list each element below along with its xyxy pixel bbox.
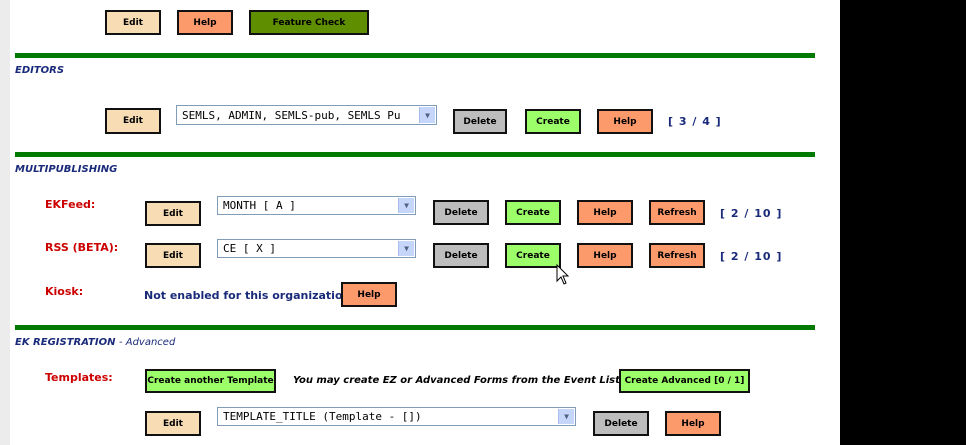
- rss-refresh-button[interactable]: Refresh: [649, 243, 705, 268]
- rss-delete-button[interactable]: Delete: [433, 243, 489, 268]
- left-frame-edge: [0, 0, 10, 445]
- template-delete-button[interactable]: Delete: [593, 411, 649, 436]
- editors-select[interactable]: SEMLS, ADMIN, SEMLS-pub, SEMLS Pu ▼: [176, 105, 437, 125]
- editors-select-value: SEMLS, ADMIN, SEMLS-pub, SEMLS Pu: [182, 108, 401, 122]
- editors-delete-button[interactable]: Delete: [453, 109, 507, 134]
- templates-label: Templates:: [45, 371, 113, 384]
- registration-title-suffix: - Advanced: [118, 337, 176, 348]
- registration-divider: [15, 325, 815, 330]
- create-another-template-button[interactable]: Create another Template: [145, 369, 276, 393]
- create-advanced-button[interactable]: Create Advanced [0 / 1]: [619, 369, 750, 393]
- ekfeed-select-value: MONTH [ A ]: [223, 199, 296, 212]
- chevron-down-icon[interactable]: ▼: [419, 107, 435, 123]
- rss-count: [ 2 / 10 ]: [720, 250, 783, 263]
- top-edit-button[interactable]: Edit: [105, 10, 161, 35]
- ekfeed-count: [ 2 / 10 ]: [720, 207, 783, 220]
- ekfeed-select[interactable]: MONTH [ A ] ▼: [217, 196, 416, 215]
- ekfeed-delete-button[interactable]: Delete: [433, 200, 489, 225]
- registration-section-title: EK REGISTRATION - Advanced: [15, 337, 175, 348]
- ekfeed-refresh-button[interactable]: Refresh: [649, 200, 705, 225]
- ekfeed-label: EKFeed:: [45, 198, 96, 211]
- top-help-button[interactable]: Help: [177, 10, 233, 35]
- editors-edit-button[interactable]: Edit: [105, 108, 161, 134]
- ekfeed-create-button[interactable]: Create: [505, 200, 561, 225]
- mouse-pointer-icon: [556, 264, 570, 285]
- multipublishing-divider: [15, 152, 815, 157]
- kiosk-label: Kiosk:: [45, 285, 84, 298]
- editors-divider: [15, 53, 815, 58]
- chevron-down-icon[interactable]: ▼: [398, 241, 414, 256]
- editors-help-button[interactable]: Help: [597, 109, 653, 134]
- template-select-value: TEMPLATE_TITLE (Template - []): [223, 410, 422, 423]
- rss-help-button[interactable]: Help: [577, 243, 633, 268]
- rss-create-button[interactable]: Create: [505, 243, 561, 268]
- rss-select[interactable]: CE [ X ] ▼: [217, 239, 416, 258]
- rss-select-value: CE [ X ]: [223, 242, 276, 255]
- editors-section-title: EDITORS: [15, 65, 65, 76]
- feature-check-button[interactable]: Feature Check: [249, 10, 369, 35]
- rss-edit-button[interactable]: Edit: [145, 243, 201, 268]
- template-edit-button[interactable]: Edit: [145, 411, 201, 436]
- templates-info-note: You may create EZ or Advanced Forms from…: [293, 375, 620, 386]
- rss-label: RSS (BETA):: [45, 241, 119, 254]
- ekfeed-edit-button[interactable]: Edit: [145, 201, 201, 226]
- kiosk-status-note: Not enabled for this organization.: [144, 289, 355, 302]
- kiosk-help-button[interactable]: Help: [341, 282, 397, 307]
- chevron-down-icon[interactable]: ▼: [398, 198, 414, 213]
- registration-title-text: EK REGISTRATION: [15, 337, 116, 348]
- chevron-down-icon[interactable]: ▼: [558, 409, 574, 424]
- multipublishing-section-title: MULTIPUBLISHING: [15, 164, 118, 175]
- editors-count: [ 3 / 4 ]: [668, 115, 722, 128]
- template-help-button[interactable]: Help: [665, 411, 721, 436]
- template-select[interactable]: TEMPLATE_TITLE (Template - []) ▼: [217, 407, 576, 426]
- ekfeed-help-button[interactable]: Help: [577, 200, 633, 225]
- editors-create-button[interactable]: Create: [525, 109, 581, 134]
